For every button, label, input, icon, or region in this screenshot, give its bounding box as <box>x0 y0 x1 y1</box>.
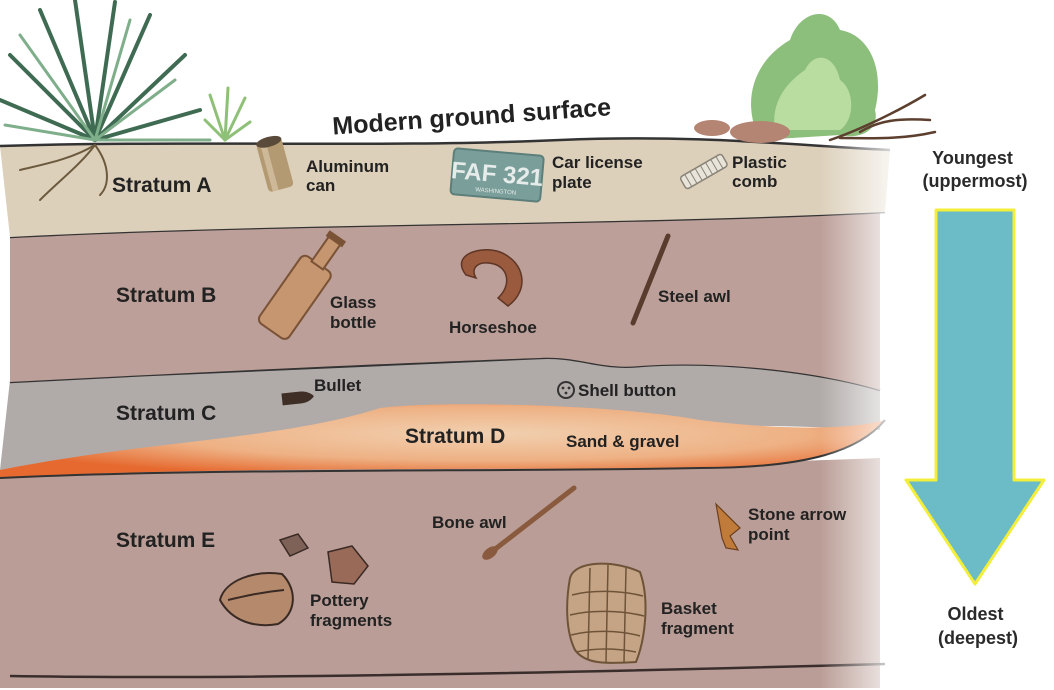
steel-awl-icon <box>630 233 671 326</box>
ground-surface-line <box>0 137 891 152</box>
bullet-label: Bullet <box>314 376 362 395</box>
bullet-icon <box>281 391 314 406</box>
stratum-e-bottom-line <box>9 662 886 679</box>
sand-gravel-label: Sand & gravel <box>566 432 679 451</box>
bone-awl-label: Bone awl <box>432 513 507 532</box>
plate-state: WASHINGTON <box>475 187 516 197</box>
shell-button-icon <box>557 381 575 399</box>
stratum-d-layer <box>0 404 885 478</box>
pottery-fragments-label: Pottery fragments <box>310 591 392 630</box>
glass-bottle-label: Glass bottle <box>330 293 381 332</box>
stratum-e-layer <box>0 458 880 688</box>
stratum-c-top-line <box>9 356 881 392</box>
shrub-icon <box>694 13 937 143</box>
horseshoe-icon <box>460 249 523 307</box>
stratum-e-label: Stratum E <box>116 529 215 552</box>
grass-tuft-icon <box>203 86 252 142</box>
oldest-label: Oldest (deepest) <box>938 604 1018 648</box>
stratum-a-layer <box>0 138 890 237</box>
stratum-b-label: Stratum B <box>116 284 216 307</box>
yucca-plant-icon <box>0 0 212 201</box>
bone-awl-icon <box>482 485 577 560</box>
license-plate-label: Car license plate <box>552 153 647 192</box>
comb-label: Plastic comb <box>732 153 792 191</box>
aluminum-can-icon <box>256 135 294 192</box>
horseshoe-label: Horseshoe <box>449 318 537 337</box>
license-plate-icon: FAF 321 WASHINGTON <box>449 147 545 203</box>
stone-arrow-label: Stone arrow point <box>748 505 851 544</box>
diagram-title: Modern ground surface <box>331 93 612 140</box>
stratum-d-label: Stratum D <box>405 425 505 448</box>
stratum-a-label: Stratum A <box>112 174 212 197</box>
steel-awl-label: Steel awl <box>658 287 731 306</box>
basket-fragment-icon <box>566 562 647 664</box>
shell-button-label: Shell button <box>578 381 676 400</box>
right-edge-fade <box>820 120 900 690</box>
age-arrow-icon <box>904 208 1046 586</box>
youngest-label: Youngest (uppermost) <box>923 148 1028 191</box>
stratum-c-label: Stratum C <box>116 402 216 425</box>
stratum-b-layer <box>10 212 880 390</box>
basket-fragment-label: Basket fragment <box>661 599 734 638</box>
aluminum-can-label: Aluminum can <box>306 157 394 195</box>
comb-icon <box>679 153 728 190</box>
glass-bottle-icon <box>257 230 347 340</box>
arrowhead-icon <box>715 502 741 551</box>
pottery-fragments-icon <box>218 533 369 627</box>
